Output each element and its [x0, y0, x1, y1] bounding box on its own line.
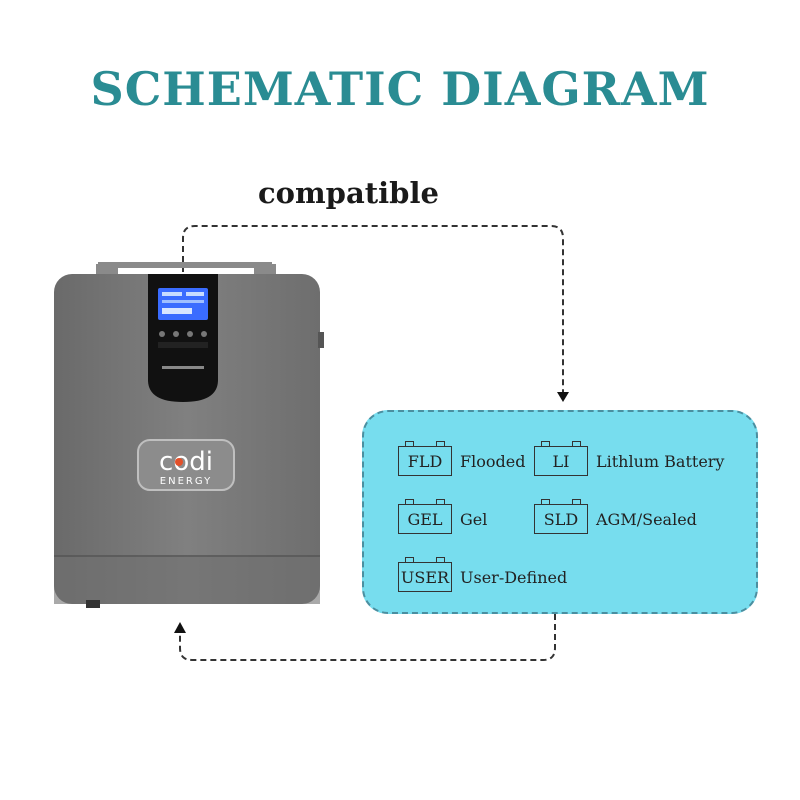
brand-logo-dot [175, 458, 183, 466]
panel-button-3 [187, 331, 193, 337]
top-connector [182, 225, 564, 392]
battery-type-item: LI Lithlum Battery [534, 441, 725, 476]
panel-indicators [158, 342, 208, 348]
panel-button-2 [173, 331, 179, 337]
battery-icon: SLD [534, 499, 588, 534]
bottom-port [86, 600, 100, 608]
lcd-line-2 [186, 292, 204, 296]
bracket-left [96, 264, 118, 274]
top-arrow-head [557, 392, 569, 402]
panel-button-1 [159, 331, 165, 337]
lcd-line-4 [162, 308, 192, 314]
battery-type-item: GEL Gel [398, 499, 488, 534]
inverter-unit: codi ENERGY [50, 262, 325, 610]
battery-type-label: AGM/Sealed [596, 509, 697, 529]
battery-icon: LI [534, 441, 588, 476]
battery-type-item: USER User-Defined [398, 557, 568, 592]
compatible-label: compatible [258, 176, 439, 210]
bottom-connector [179, 614, 556, 661]
bottom-panel [54, 557, 320, 604]
brand-badge [137, 439, 235, 491]
battery-types-panel: FLD Flooded LI Lithlum Battery GEL Gel S… [362, 410, 758, 614]
lcd-line-3 [162, 300, 204, 303]
lcd-line-1 [162, 292, 182, 296]
side-connector [318, 332, 324, 348]
brand-logo-text: codi [159, 447, 213, 477]
bottom-arrow-head [174, 622, 186, 633]
battery-icon: GEL [398, 499, 452, 534]
panel-text-strip [162, 366, 204, 369]
battery-type-item: SLD AGM/Sealed [534, 499, 697, 534]
battery-icon: FLD [398, 441, 452, 476]
mounting-bracket [98, 262, 272, 268]
battery-type-label: Flooded [460, 451, 526, 471]
battery-type-item: FLD Flooded [398, 441, 526, 476]
battery-type-label: Lithlum Battery [596, 451, 725, 471]
diagram-title: SCHEMATIC DIAGRAM [90, 62, 710, 116]
battery-type-label: Gel [460, 509, 488, 529]
battery-type-label: User-Defined [460, 567, 568, 587]
bracket-right [254, 264, 276, 274]
battery-icon: USER [398, 557, 452, 592]
panel-button-4 [201, 331, 207, 337]
brand-logo-subtext: ENERGY [160, 476, 212, 487]
